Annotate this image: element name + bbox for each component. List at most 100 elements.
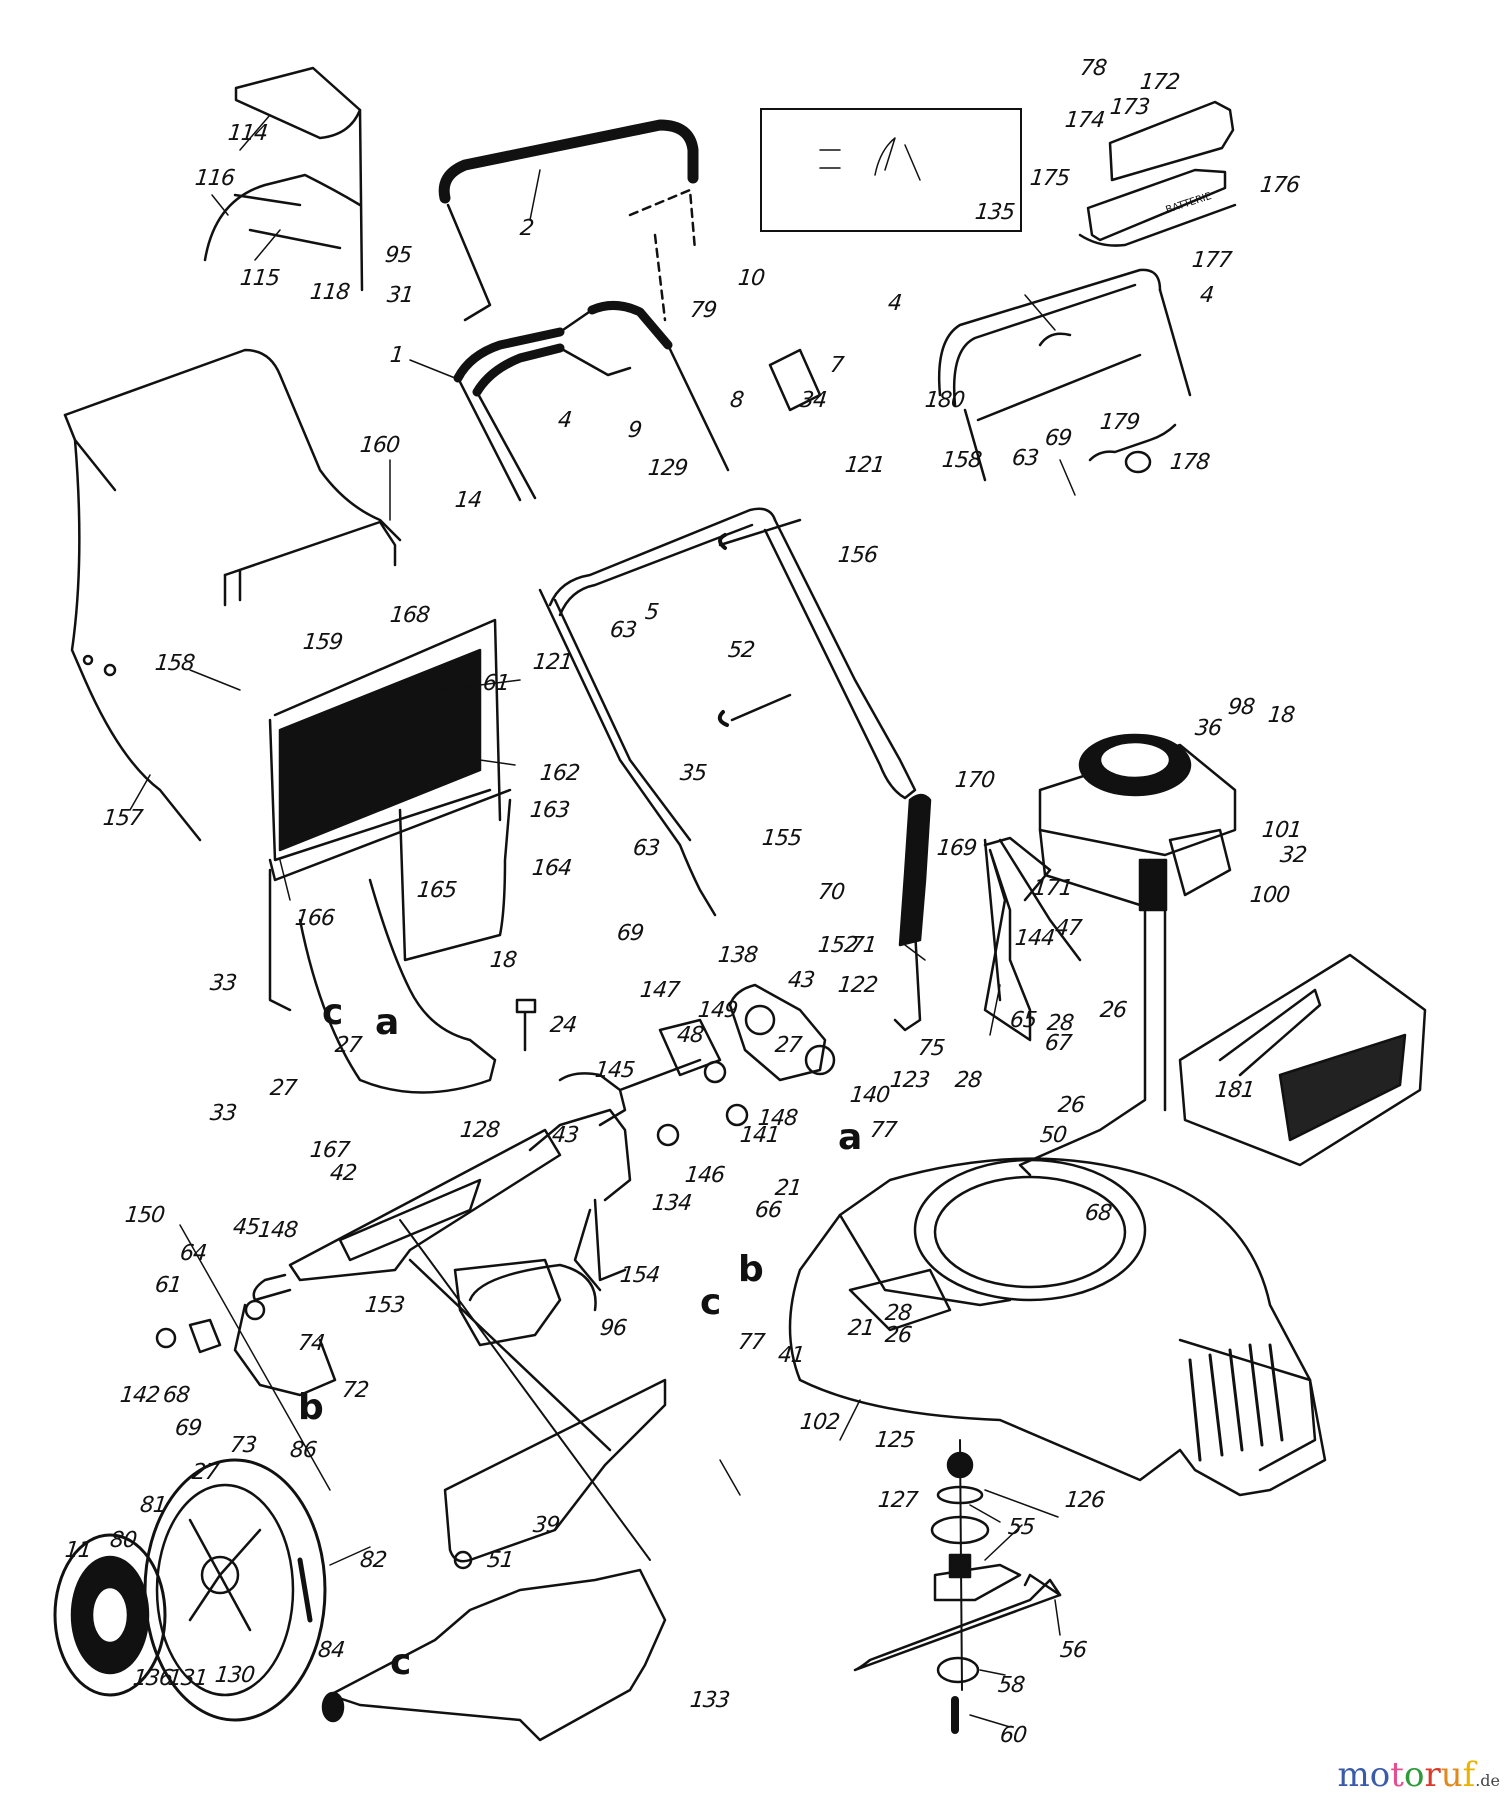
part-number-label: 165 <box>415 878 458 903</box>
part-number-label: 96 <box>598 1316 628 1341</box>
part-number-label: 9 <box>626 418 643 443</box>
rear-flap-art <box>321 1568 667 1742</box>
part-number-label: 114 <box>226 121 269 146</box>
part-number-label: 126 <box>1063 1488 1106 1513</box>
part-number-label: 35 <box>678 761 708 786</box>
part-number-label: 4 <box>886 291 903 316</box>
leader-lines <box>129 114 1076 1728</box>
part-number-label: 138 <box>716 943 759 968</box>
connector-letter-b: b <box>298 1387 324 1428</box>
part-number-label: 27 <box>773 1033 803 1058</box>
part-number-label: 58 <box>996 1673 1026 1698</box>
part-number-label: 67 <box>1043 1031 1073 1056</box>
part-number-label: 60 <box>998 1723 1028 1748</box>
part-number-label: 129 <box>646 456 689 481</box>
part-number-label: 177 <box>1190 248 1233 273</box>
inset-135-label: 135 <box>973 200 1016 225</box>
part-number-label: 159 <box>301 630 344 655</box>
lower-handle-art <box>538 507 917 917</box>
connector-letter-c: c <box>322 992 344 1033</box>
part-number-label: 10 <box>736 266 766 291</box>
part-number-label: 176 <box>1258 173 1301 198</box>
part-number-label: 163 <box>528 798 571 823</box>
connector-letter-c: c <box>390 1642 412 1683</box>
inset-135-art <box>819 137 921 181</box>
part-number-label: 63 <box>1010 446 1040 471</box>
part-number-label: 56 <box>1058 1638 1088 1663</box>
part-number-label: 116 <box>193 166 236 191</box>
part-number-label: 133 <box>688 1688 731 1713</box>
part-number-label: 69 <box>1043 426 1073 451</box>
catcher-frame-art <box>223 520 537 1094</box>
part-number-label: 41 <box>776 1343 806 1368</box>
part-number-label: 77 <box>868 1118 898 1143</box>
part-number-label: 84 <box>316 1638 346 1663</box>
part-number-label: 27 <box>333 1033 363 1058</box>
connector-letter-b: b <box>738 1249 764 1290</box>
part-number-label: 72 <box>340 1378 370 1403</box>
part-number-label: 33 <box>208 1101 238 1126</box>
part-number-label: 61 <box>153 1273 183 1298</box>
part-number-label: 121 <box>843 453 886 478</box>
part-number-label: 160 <box>358 433 401 458</box>
part-number-label: 130 <box>213 1663 256 1688</box>
part-number-label: 170 <box>953 768 996 793</box>
part-number-label: 24 <box>548 1013 578 1038</box>
part-number-label: 101 <box>1260 818 1303 843</box>
part-number-label: 63 <box>631 836 661 861</box>
part-number-label: 175 <box>1028 166 1071 191</box>
part-number-label: 55 <box>1006 1515 1036 1540</box>
part-number-label: 168 <box>388 603 431 628</box>
part-number-label: 180 <box>923 388 966 413</box>
drive-control-art <box>893 793 1082 1042</box>
part-number-label: 63 <box>608 618 638 643</box>
part-number-label: 161 <box>468 671 511 696</box>
part-number-label: 140 <box>848 1083 891 1108</box>
part-number-label: 26 <box>1098 998 1128 1023</box>
logo-wordmark: motoruf <box>1338 1755 1476 1795</box>
logo-letter: o <box>1369 1755 1391 1795</box>
part-number-label: 36 <box>1193 716 1223 741</box>
part-number-label: 33 <box>208 971 238 996</box>
part-number-label: 18 <box>1266 703 1296 728</box>
part-number-label: 66 <box>753 1198 783 1223</box>
part-number-label: 39 <box>531 1513 561 1538</box>
part-number-label: 153 <box>363 1293 406 1318</box>
part-number-label: 136 <box>131 1666 174 1691</box>
part-number-label: 118 <box>308 280 351 305</box>
part-number-label: 42 <box>328 1161 358 1186</box>
part-number-label: 7 <box>828 353 845 378</box>
logo-letter: t <box>1390 1755 1404 1795</box>
part-number-label: 80 <box>108 1528 138 1553</box>
part-number-label: 152 <box>816 933 859 958</box>
part-number-label: 98 <box>1226 695 1256 720</box>
rear-axle-art <box>155 1128 651 1561</box>
engine-art <box>1018 733 1237 1177</box>
logo-letter: f <box>1462 1755 1476 1795</box>
part-number-label: 125 <box>873 1428 916 1453</box>
part-number-label: 4 <box>1198 283 1215 308</box>
logo-letter: u <box>1440 1755 1463 1795</box>
part-number-label: 74 <box>296 1331 326 1356</box>
part-number-label: 144 <box>1013 926 1056 951</box>
part-number-label: 4 <box>556 408 573 433</box>
part-number-label: 28 <box>953 1068 983 1093</box>
part-number-label: 162 <box>538 761 581 786</box>
part-number-label: 34 <box>798 388 828 413</box>
part-number-label: 11 <box>63 1538 93 1563</box>
part-number-label: 169 <box>935 836 978 861</box>
rear-guard-art <box>443 1378 667 1570</box>
connector-letter-a: a <box>838 1117 863 1158</box>
logo-tld: .de <box>1475 1771 1500 1790</box>
part-number-label: 158 <box>153 651 196 676</box>
part-number-label: 134 <box>650 1191 693 1216</box>
part-number-label: 100 <box>1248 883 1291 908</box>
part-number-label: 52 <box>726 638 756 663</box>
part-number-label: 27 <box>268 1076 298 1101</box>
part-number-label: 122 <box>836 973 879 998</box>
part-number-label: 69 <box>615 921 645 946</box>
logo-letter: r <box>1424 1755 1441 1795</box>
part-number-label: 18 <box>488 948 518 973</box>
part-number-label: 115 <box>238 266 281 291</box>
deck-art <box>788 1157 1327 1497</box>
